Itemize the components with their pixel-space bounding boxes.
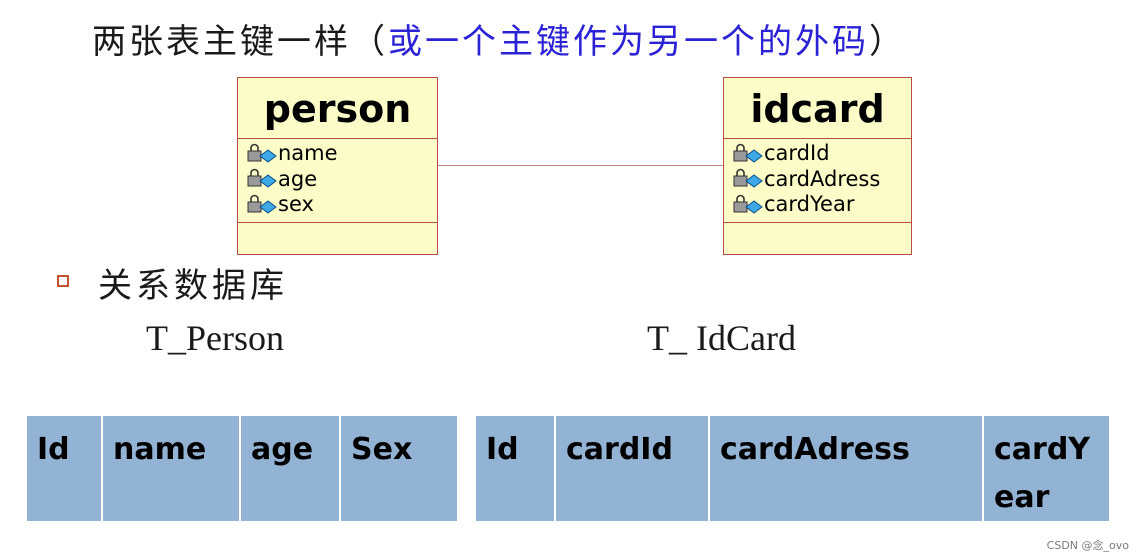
table-header-cell: cardId bbox=[556, 416, 708, 521]
class-name-idcard: idcard bbox=[724, 78, 911, 139]
table-header-cell: Id bbox=[476, 416, 554, 521]
table-title-idcard: T_ IdCard bbox=[647, 318, 796, 358]
attribute-list-idcard: cardId cardAdress cardYear bbox=[724, 139, 911, 223]
lock-icon bbox=[733, 194, 763, 214]
table-header-cell: cardYear bbox=[984, 416, 1109, 521]
watermark: CSDN @念_ovo bbox=[1046, 539, 1129, 552]
uml-class-idcard: idcard cardId cardAdress cardYe bbox=[723, 77, 912, 255]
table-header-cell: cardAdress bbox=[710, 416, 982, 521]
class-name-person: person bbox=[238, 78, 437, 139]
lock-icon bbox=[247, 194, 277, 214]
table-header-cell: Id bbox=[27, 416, 101, 521]
lock-icon bbox=[733, 143, 763, 163]
attribute-label: name bbox=[278, 141, 338, 165]
attribute-row: cardAdress bbox=[732, 167, 911, 193]
attribute-row: name bbox=[246, 141, 437, 167]
slide-heading: 两张表主键一样（或一个主键作为另一个的外码） bbox=[92, 14, 906, 63]
bullet-square-icon bbox=[57, 275, 69, 287]
attribute-row: age bbox=[246, 167, 437, 193]
table-title-person: T_Person bbox=[146, 318, 284, 358]
attribute-row: cardId bbox=[732, 141, 911, 167]
association-line bbox=[438, 165, 724, 166]
attribute-label: sex bbox=[278, 192, 314, 216]
lock-icon bbox=[247, 168, 277, 188]
bullet-label: 关系数据库 bbox=[98, 266, 288, 306]
table-idcard-header: Id cardId cardAdress cardYear bbox=[476, 416, 1109, 521]
heading-prefix: 两张表主键一样（ bbox=[92, 22, 388, 62]
attribute-label: cardId bbox=[764, 141, 830, 165]
attribute-row: cardYear bbox=[732, 192, 911, 218]
lock-icon bbox=[247, 143, 277, 163]
attribute-row: sex bbox=[246, 192, 437, 218]
table-header-cell: name bbox=[103, 416, 239, 521]
uml-class-person: person name age sex bbox=[237, 77, 438, 255]
attribute-label: cardAdress bbox=[764, 166, 881, 191]
table-header-cell: Sex bbox=[341, 416, 457, 521]
heading-suffix: ） bbox=[869, 22, 906, 62]
table-header-cell: age bbox=[241, 416, 339, 521]
attribute-label: age bbox=[278, 166, 318, 191]
attribute-label: cardYear bbox=[764, 192, 855, 216]
heading-highlight: 或一个主键作为另一个的外码 bbox=[388, 22, 869, 62]
lock-icon bbox=[733, 168, 763, 188]
attribute-list-person: name age sex bbox=[238, 139, 437, 223]
table-person-header: Id name age Sex bbox=[27, 416, 457, 521]
